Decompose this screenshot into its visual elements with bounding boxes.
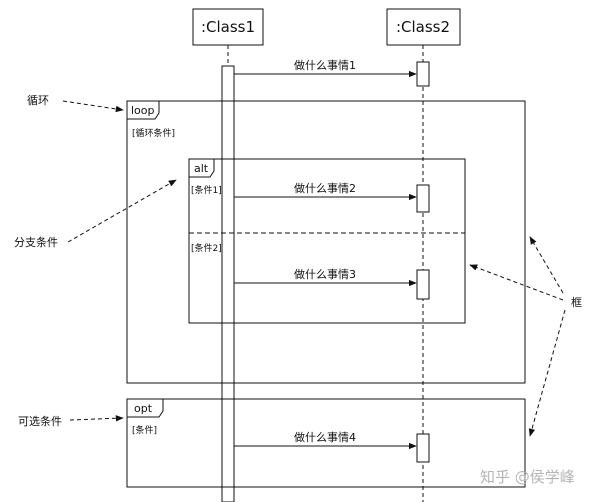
annotation-opt-arrow xyxy=(69,415,124,422)
watermark: 知乎 @侯学峰 xyxy=(480,468,575,486)
annotation-loop: 循环 xyxy=(27,94,49,107)
message-3: 做什么事情3 xyxy=(234,267,417,287)
message-4: 做什么事情4 xyxy=(234,430,417,450)
annotation-loop-arrow xyxy=(62,100,124,113)
opt-guard: [条件] xyxy=(132,424,157,436)
annotation-frame-arrow-1 xyxy=(529,236,564,294)
loop-fragment: loop [循环条件] xyxy=(126,100,526,384)
loop-tag: loop xyxy=(131,104,155,117)
lifeline-class1: :Class1 xyxy=(192,8,264,46)
alt-tag: alt xyxy=(194,162,209,175)
opt-fragment: opt [条件] xyxy=(126,398,526,488)
annotation-alt: 分支条件 xyxy=(14,235,58,249)
annotation-alt-arrow xyxy=(67,179,177,243)
lifeline-class1-label: :Class1 xyxy=(201,18,255,36)
class2-activation-4 xyxy=(416,433,430,463)
annotation-frame-arrow-2 xyxy=(469,264,564,301)
class2-activation-3 xyxy=(416,269,430,300)
message-3-label: 做什么事情3 xyxy=(294,267,356,281)
message-1: 做什么事情1 xyxy=(234,58,417,78)
annotation-frame: 框 xyxy=(571,296,582,309)
lifeline-class2-label: :Class2 xyxy=(396,18,450,36)
message-4-label: 做什么事情4 xyxy=(294,430,356,444)
annotation-opt: 可选条件 xyxy=(18,414,62,428)
opt-tag: opt xyxy=(134,402,153,415)
class2-activation-1 xyxy=(416,61,430,87)
alt-fragment: alt [条件1] [条件2] xyxy=(188,158,466,324)
alt-guard-1: [条件1] xyxy=(191,184,222,196)
message-2: 做什么事情2 xyxy=(234,181,417,201)
loop-guard: [循环条件] xyxy=(132,127,175,139)
message-2-label: 做什么事情2 xyxy=(294,181,356,195)
lifeline-class2: :Class2 xyxy=(386,8,461,46)
message-1-label: 做什么事情1 xyxy=(294,58,356,72)
class2-activation-2 xyxy=(416,184,430,213)
class1-activation-bar xyxy=(221,65,235,502)
alt-guard-2: [条件2] xyxy=(191,242,222,254)
annotation-frame-arrow-3 xyxy=(528,309,566,437)
